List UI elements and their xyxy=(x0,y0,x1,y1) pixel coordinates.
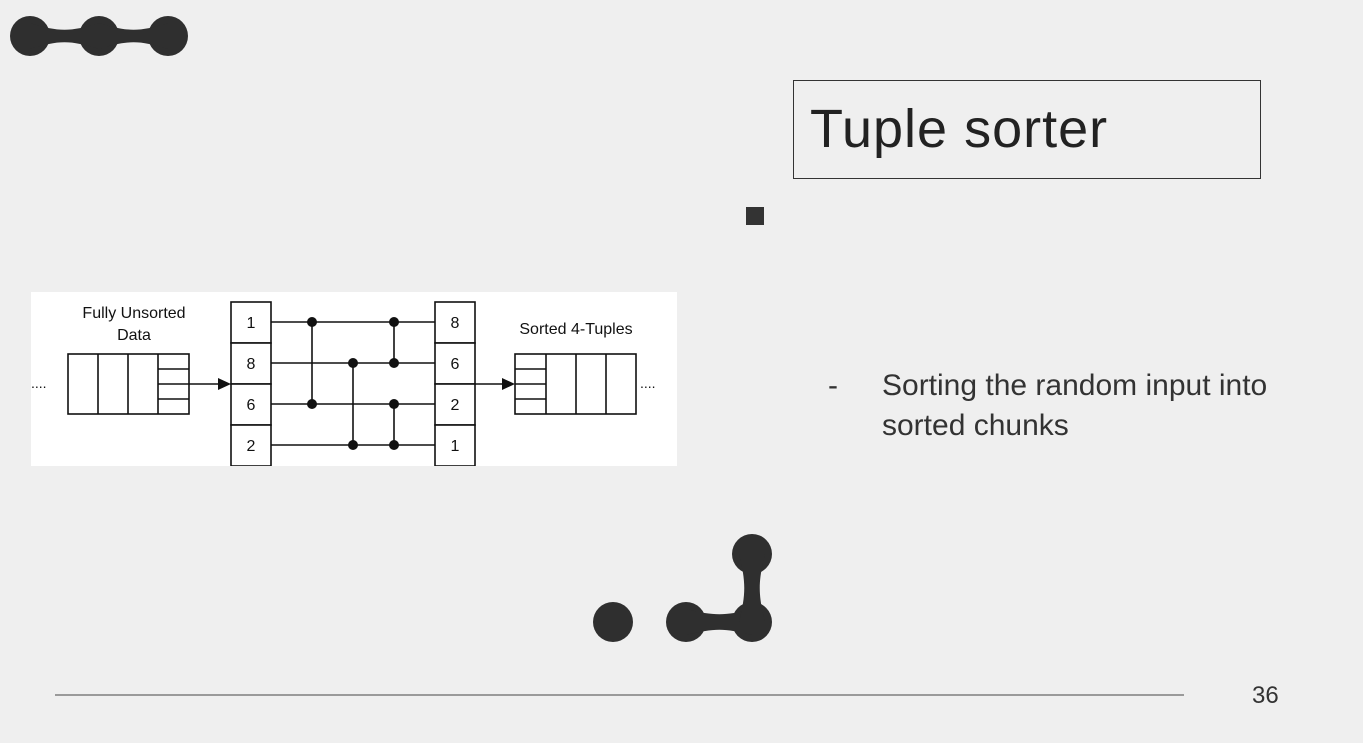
diagram-svg: Fully Unsorted Data Sorted 4-Tuples ....… xyxy=(31,301,656,467)
tuple-sorter-diagram: Fully Unsorted Data Sorted 4-Tuples ....… xyxy=(31,292,677,467)
input-value: 1 xyxy=(247,315,256,332)
input-label-line2: Data xyxy=(117,327,151,344)
title-box: Tuple sorter xyxy=(793,80,1261,179)
arrow-right-icon xyxy=(502,378,515,390)
input-ellipsis: .... xyxy=(31,375,47,391)
bullet-marker: - xyxy=(828,369,838,402)
arrow-right-icon xyxy=(218,378,231,390)
chain-decoration-icon xyxy=(10,16,188,56)
input-value: 6 xyxy=(247,397,256,414)
output-ellipsis: .... xyxy=(640,375,656,391)
input-value: 8 xyxy=(247,356,256,373)
bullet-text: Sorting the random input into sorted chu… xyxy=(882,369,1268,442)
output-value: 2 xyxy=(451,397,460,414)
output-value: 1 xyxy=(451,438,460,455)
square-decoration-icon xyxy=(746,207,764,225)
footer-divider xyxy=(55,694,1184,696)
output-value: 8 xyxy=(451,315,460,332)
molecule-decoration-icon xyxy=(593,534,772,642)
slide-title: Tuple sorter xyxy=(810,99,1109,159)
page-number: 36 xyxy=(1252,682,1279,709)
output-label: Sorted 4-Tuples xyxy=(519,321,632,338)
input-label-line1: Fully Unsorted xyxy=(82,305,185,322)
input-value: 2 xyxy=(247,438,256,455)
output-value: 6 xyxy=(451,356,460,373)
